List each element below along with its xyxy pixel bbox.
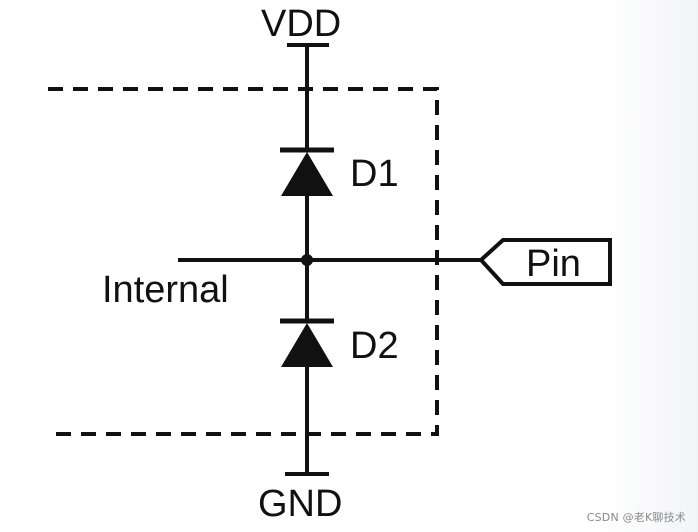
- pin-connector: [478, 238, 612, 286]
- diode-d1: [280, 147, 334, 196]
- d2-label: D2: [350, 325, 399, 367]
- internal-label: Internal: [102, 269, 229, 311]
- d1-label: D1: [350, 153, 399, 195]
- gnd-label: GND: [258, 483, 342, 525]
- watermark: CSDN @老K聊技术: [586, 511, 686, 524]
- junction-dot: [301, 254, 313, 266]
- pin-label: Pin: [526, 243, 581, 285]
- diode-d2: [280, 318, 334, 367]
- vdd-label: VDD: [261, 3, 341, 45]
